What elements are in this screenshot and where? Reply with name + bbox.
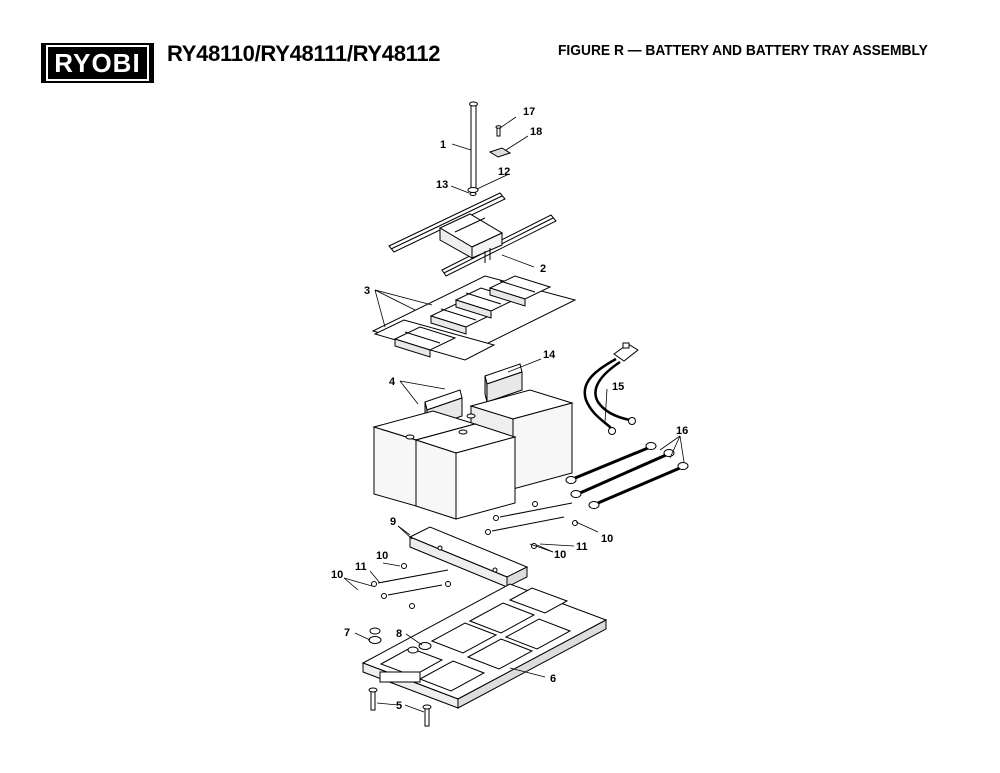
callout-15: 15 — [612, 381, 624, 393]
brand-name: RYOBI — [46, 45, 149, 81]
part-17-bolt — [495, 125, 502, 137]
callout-5: 5 — [396, 700, 402, 712]
part-15-wire-harness — [583, 342, 639, 435]
part-2-hold-down-bracket — [388, 192, 557, 277]
part-12-13-nut-washer — [467, 187, 479, 196]
figure-title: FIGURE R — BATTERY AND BATTERY TRAY ASSE… — [558, 42, 928, 59]
callout-9: 9 — [390, 516, 396, 528]
callout-10d: 10 — [331, 569, 343, 581]
callout-1: 1 — [440, 139, 446, 151]
callout-14: 14 — [543, 349, 556, 361]
part-18-plate — [488, 147, 512, 158]
callout-16: 16 — [676, 425, 688, 437]
part-9-tray-bracket — [408, 526, 529, 588]
part-10-11-fasteners — [371, 501, 578, 609]
callout-10a: 10 — [601, 533, 613, 545]
callout-6: 6 — [550, 673, 556, 685]
part-1-rod — [469, 101, 478, 190]
part-4-batteries — [372, 389, 574, 520]
callout-2: 2 — [540, 263, 546, 275]
callout-4: 4 — [389, 376, 396, 388]
part-7-8-nuts — [368, 627, 432, 654]
callout-10b: 10 — [554, 549, 566, 561]
callout-11b: 11 — [355, 561, 367, 573]
callout-3: 3 — [364, 285, 370, 297]
part-16-jumper-cables — [565, 442, 689, 509]
callout-7: 7 — [344, 627, 350, 639]
callout-13: 13 — [436, 179, 448, 191]
callout-17: 17 — [523, 106, 535, 118]
part-3-battery-pads — [371, 275, 577, 361]
callout-12: 12 — [498, 166, 510, 178]
callout-10c: 10 — [376, 550, 388, 562]
callout-18: 18 — [530, 126, 542, 138]
ryobi-logo: RYOBI — [41, 43, 154, 83]
callout-8: 8 — [396, 628, 402, 640]
leader-lines — [343, 116, 685, 713]
model-numbers: RY48110/RY48111/RY48112 — [167, 41, 441, 66]
part-5-bolts — [368, 687, 432, 727]
part-6-battery-tray — [361, 583, 608, 709]
callout-11a: 11 — [576, 541, 588, 553]
